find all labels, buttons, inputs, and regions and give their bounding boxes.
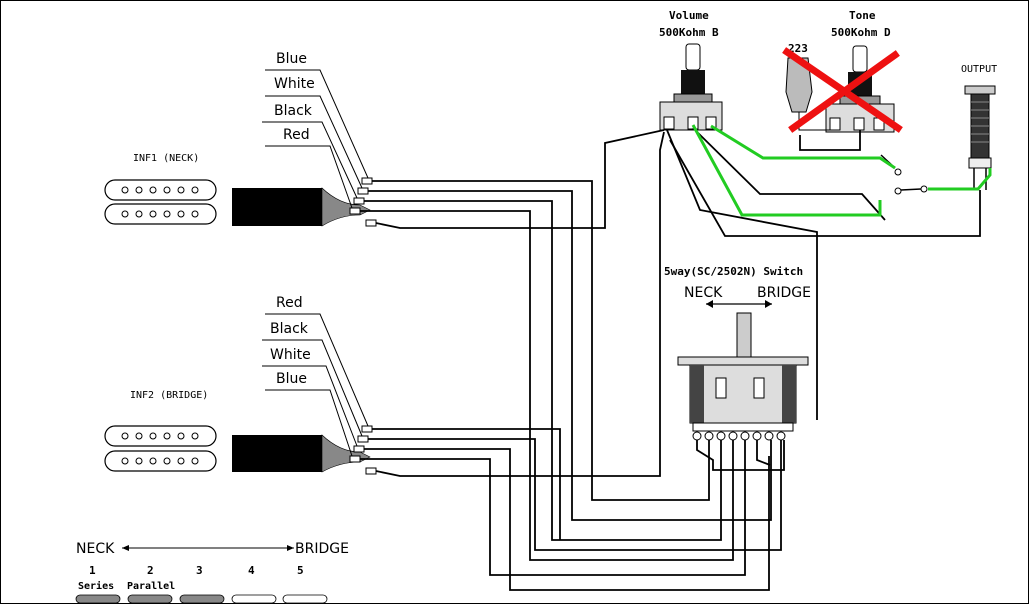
position-legend: NECK BRIDGE 1 2 3 4 5 Series Parallel	[75, 541, 349, 604]
legend-pos-1-num: 1	[89, 564, 96, 577]
switch-neck-label: NECK	[684, 285, 723, 301]
bridge-pickup-label: INF2 (BRIDGE)	[130, 390, 208, 401]
switch-direction-arrow	[706, 300, 772, 308]
neck-pickup-label: INF1 (NECK)	[133, 153, 199, 164]
legend-pos-1-mode: Series	[78, 580, 114, 592]
mini-toggle-switch	[880, 154, 928, 195]
tone-title: Tone	[849, 9, 876, 22]
legend-pos-2-mode: Parallel	[127, 581, 175, 592]
bridge-coil-bottom	[104, 450, 217, 472]
neck-cable	[232, 188, 322, 226]
legend-pos-4-num: 4	[248, 564, 255, 577]
switch-bridge-label: BRIDGE	[757, 285, 811, 301]
legend-bridge-label: BRIDGE	[295, 541, 349, 557]
bridge-lead-2: Black	[270, 321, 309, 337]
switch-title: 5way(SC/2502N) Switch	[664, 265, 803, 278]
volume-value: 500Kohm B	[659, 26, 719, 39]
wiring	[360, 124, 992, 591]
legend-pos-2-num: 2	[147, 564, 154, 577]
five-way-switch: 5way(SC/2502N) Switch NECK BRIDGE	[664, 265, 811, 441]
neck-coil-bottom	[104, 203, 217, 225]
legend-pickup-icons	[75, 594, 328, 604]
bridge-lead-1: Red	[276, 295, 303, 311]
neck-coil-top	[104, 179, 217, 201]
volume-title: Volume	[669, 9, 709, 22]
legend-pos-3-num: 3	[196, 564, 203, 577]
neck-lead-2: White	[274, 76, 315, 92]
tone-removed-mark	[782, 47, 903, 133]
legend-neck-label: NECK	[76, 541, 115, 557]
bridge-lead-labels: Red Black White Blue	[270, 295, 311, 387]
tone-cap-label: 223	[788, 42, 808, 55]
neck-pickup: INF1 (NECK) Blue White Black Red	[104, 51, 377, 227]
neck-lead-4: Red	[283, 127, 310, 143]
output-label: OUTPUT	[961, 64, 997, 75]
tone-value: 500Kohm D	[831, 26, 891, 39]
bridge-coil-top	[104, 425, 217, 447]
bridge-lead-4: Blue	[276, 371, 307, 387]
neck-lead-1: Blue	[276, 51, 307, 67]
tone-capacitor	[785, 57, 813, 113]
bridge-cable	[232, 435, 322, 472]
neck-lead-3: Black	[274, 103, 313, 119]
volume-pot: Volume 500Kohm B	[659, 9, 723, 131]
output-jack: OUTPUT	[961, 64, 997, 190]
legend-arrow	[122, 545, 294, 551]
tone-pot: Tone 500Kohm D 223	[782, 9, 903, 151]
neck-lead-labels: Blue White Black Red	[274, 51, 315, 143]
bridge-pickup: INF2 (BRIDGE) Red Black White Blue	[104, 295, 377, 475]
legend-pos-5-num: 5	[297, 564, 304, 577]
bridge-lead-3: White	[270, 347, 311, 363]
